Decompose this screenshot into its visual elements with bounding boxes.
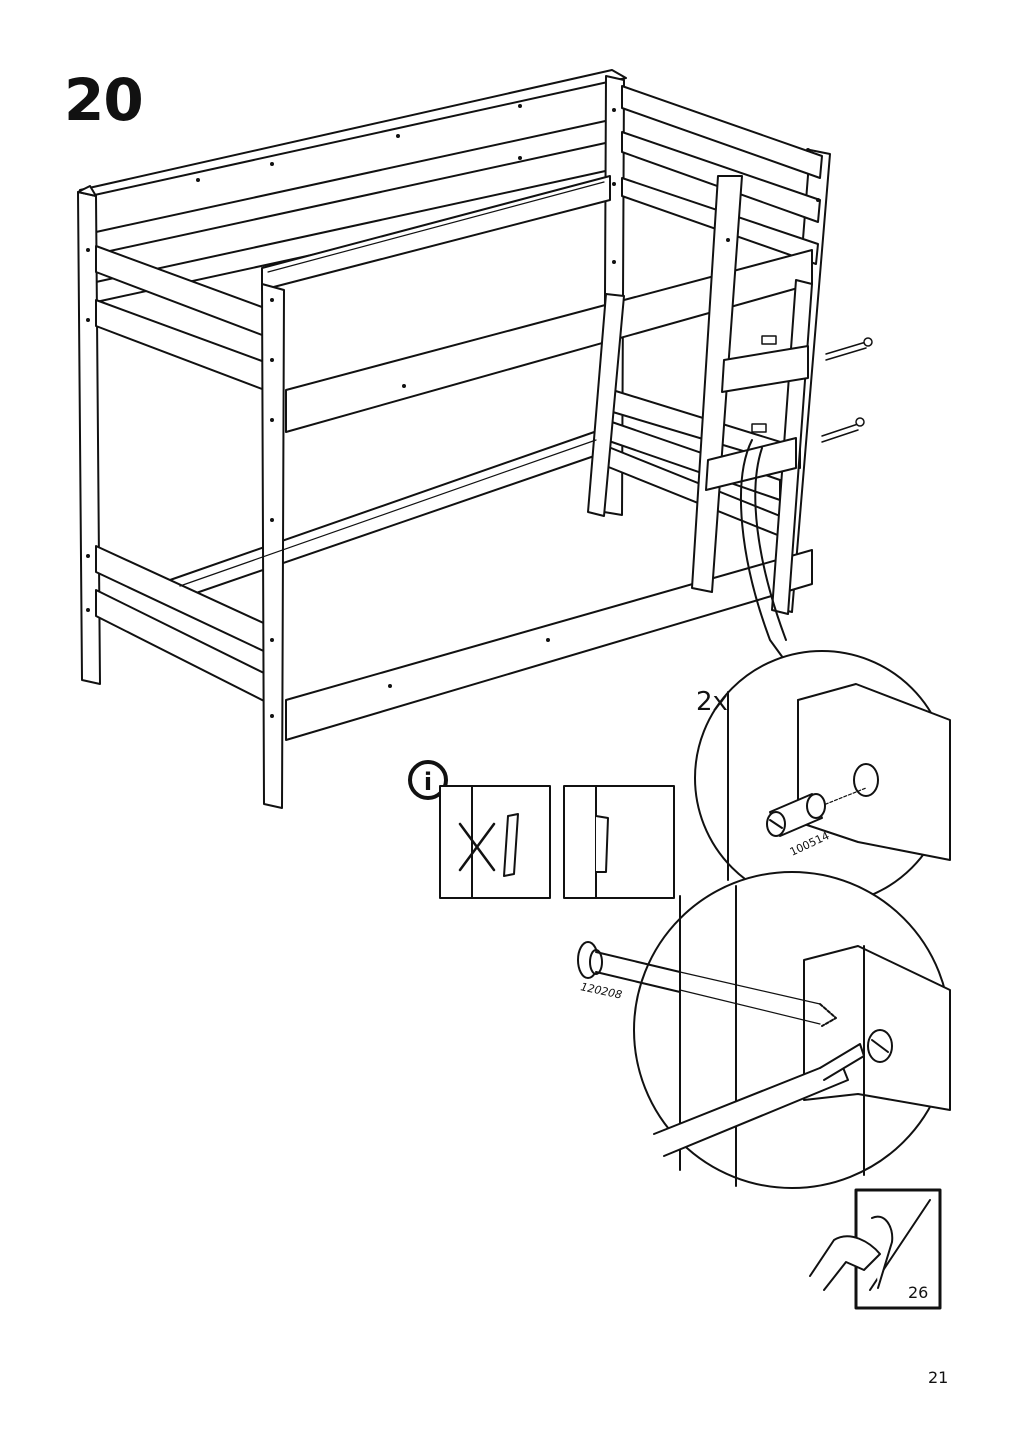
info-icon: i <box>424 768 432 796</box>
info-panels: i <box>408 760 675 899</box>
page-turn-icon <box>809 1188 942 1310</box>
screws-drawing <box>751 335 873 443</box>
page-reference: 26 <box>908 1283 928 1302</box>
bolt-detail <box>577 871 951 1189</box>
quantity-label: 2x <box>696 687 728 717</box>
bolt-part-number: 120208 <box>579 980 623 1001</box>
barrel-nut-detail <box>694 650 951 906</box>
bunk-bed-drawing <box>77 69 831 809</box>
page-number: 21 <box>928 1368 949 1387</box>
step-number: 20 <box>64 66 144 134</box>
callout-leader <box>740 439 787 663</box>
